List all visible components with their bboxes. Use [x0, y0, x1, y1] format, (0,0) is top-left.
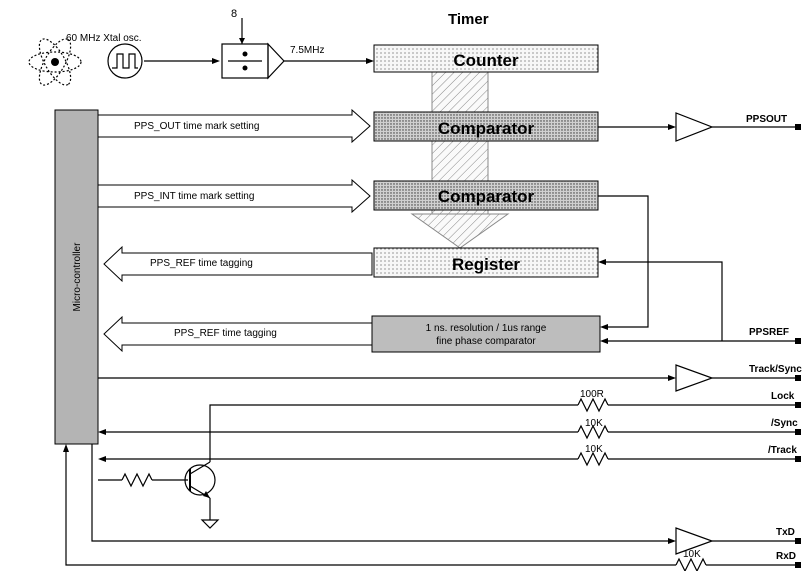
- txd-buffer: [675, 527, 714, 555]
- comparator-2-block: [373, 180, 599, 211]
- ground-icon: [200, 519, 220, 529]
- arrowhead: [600, 338, 608, 344]
- comparator-2-label: Comparator: [438, 187, 535, 206]
- arrowhead: [239, 38, 245, 44]
- resistor-rxd: [675, 557, 707, 571]
- pps-out-label: PPS_OUT time mark setting: [134, 121, 259, 132]
- arrowhead: [598, 259, 606, 265]
- txd-wire-1: [91, 444, 668, 542]
- atom-icon: [28, 38, 82, 86]
- ppsref-pin: [795, 338, 801, 344]
- arrowhead: [98, 429, 106, 435]
- txd-label: TxD: [776, 527, 795, 538]
- r-sync-label: 10K: [585, 418, 603, 429]
- square-wave-icon: [107, 43, 143, 79]
- track-label: /Track: [768, 445, 797, 456]
- arrowhead: [668, 375, 676, 381]
- ppsout-label: PPSOUT: [746, 114, 787, 125]
- diagram-title: Timer: [448, 11, 489, 28]
- ppsout-pin: [795, 124, 801, 130]
- txd-pin: [795, 538, 801, 544]
- oscillator-label: 60 MHz Xtal osc.: [66, 33, 142, 44]
- counter-bus: [410, 71, 510, 249]
- lock-label: Lock: [771, 391, 795, 402]
- comparator-1-label: Comparator: [438, 119, 535, 138]
- microcontroller-label: Micro-controller: [72, 242, 83, 312]
- divider-input-label: 8: [231, 8, 237, 20]
- rxd-pin: [795, 562, 801, 568]
- pps-int-label: PPS_INT time mark setting: [134, 191, 254, 202]
- resistor-track: [577, 451, 609, 467]
- arrowhead: [366, 58, 374, 64]
- register-block: [373, 247, 599, 278]
- ppsref-to-register-wire: [606, 261, 723, 341]
- pps-out-arrow: [97, 108, 371, 144]
- comparator-1-block: [373, 111, 599, 142]
- sync-label: /Sync: [771, 418, 798, 429]
- ppsref-label: PPSREF: [749, 327, 789, 338]
- track-sync-label: Track/Sync: [749, 364, 802, 375]
- divider-block: [221, 42, 285, 80]
- r-track-label: 10K: [585, 444, 603, 455]
- arrowhead: [668, 538, 676, 544]
- resistor-lock: [577, 397, 609, 413]
- arrowhead: [63, 444, 69, 452]
- microcontroller-block: [54, 109, 99, 445]
- arrowhead: [600, 324, 608, 330]
- resistor-sync: [577, 424, 609, 440]
- ppsout-buffer: [675, 112, 714, 142]
- resistor-base: [121, 472, 153, 488]
- counter-block: [373, 44, 599, 73]
- pps-ref-label-1: PPS_REF time tagging: [150, 258, 253, 269]
- track-sync-buffer: [675, 364, 714, 392]
- lock-wire-1: [209, 404, 578, 458]
- rxd-wire-1: [65, 452, 676, 566]
- track-pin: [795, 456, 801, 462]
- pps-ref-arrow-1: [103, 245, 373, 283]
- divider-output-label: 7.5MHz: [290, 45, 324, 56]
- arrowhead: [98, 456, 106, 462]
- pps-ref-label-2: PPS_REF time tagging: [174, 328, 277, 339]
- sync-pin: [795, 429, 801, 435]
- track-sync-pin: [795, 375, 801, 381]
- pps-int-arrow: [97, 178, 371, 214]
- pps-ref-arrow-2: [103, 315, 373, 353]
- counter-label: Counter: [453, 51, 519, 70]
- fine-phase-line2: fine phase comparator: [436, 336, 536, 347]
- arrowhead: [212, 58, 220, 64]
- rxd-label: RxD: [776, 551, 796, 562]
- register-label: Register: [452, 255, 520, 274]
- fine-phase-line1: 1 ns. resolution / 1us range: [426, 323, 547, 334]
- transistor-icon: [184, 461, 216, 499]
- r-rxd-label: 10K: [683, 549, 701, 560]
- r-lock-label: 100R: [580, 389, 604, 400]
- arrowhead: [668, 124, 676, 130]
- lock-pin: [795, 402, 801, 408]
